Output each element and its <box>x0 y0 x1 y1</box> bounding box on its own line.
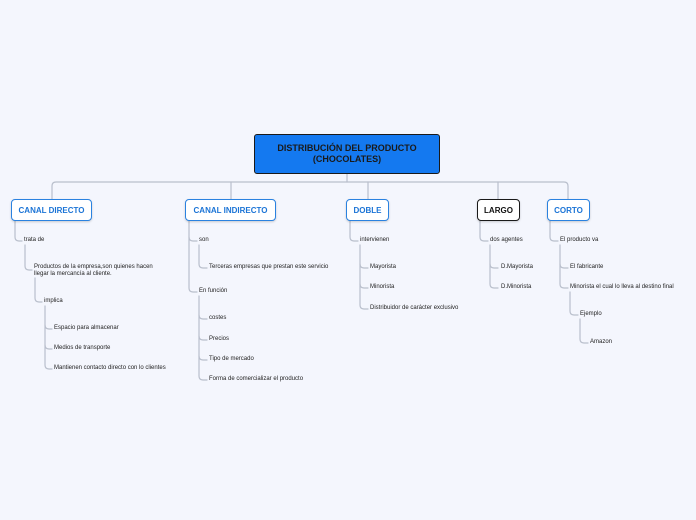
node-distribuidor-exclusivo[interactable]: Distribuidor de carácter exclusivo <box>370 305 459 311</box>
node-implica[interactable]: implica <box>44 298 63 304</box>
node-ejemplo[interactable]: Ejemplo <box>580 311 602 317</box>
node-intervienen[interactable]: intervienen <box>360 237 390 243</box>
node-en-funcion[interactable]: En función <box>199 288 228 294</box>
node-minorista-destino-final[interactable]: Minorista el cual lo lleva al destino fi… <box>570 284 674 290</box>
node-productos-line-2[interactable]: llegar la mercancía al cliente. <box>34 271 112 277</box>
node-productos-line-1[interactable]: Productos de la empresa,son quienes hace… <box>34 264 153 270</box>
node-amazon[interactable]: Amazon <box>590 339 613 345</box>
root-title-line-2: (CHOCOLATES) <box>312 154 382 164</box>
node-trata-de[interactable]: trata de <box>24 237 45 243</box>
node-contacto-directo[interactable]: Mantienen contacto directo con lo client… <box>54 365 166 371</box>
node-minorista[interactable]: Minorista <box>370 284 395 290</box>
node-el-fabricante[interactable]: El fabricante <box>570 264 604 270</box>
node-d-minorista[interactable]: D.Minorista <box>501 284 532 290</box>
node-precios[interactable]: Precios <box>209 336 230 342</box>
node-mayorista[interactable]: Mayorista <box>370 264 397 270</box>
node-costes[interactable]: costes <box>209 315 227 321</box>
branch-corto[interactable]: CORTO <box>547 199 590 221</box>
branch-canal-indirecto[interactable]: CANAL INDIRECTO <box>185 199 276 221</box>
branch-doble[interactable]: DOBLE <box>346 199 389 221</box>
node-dos-agentes[interactable]: dos agentes <box>490 237 523 243</box>
root-node[interactable]: DISTRIBUCIÓN DEL PRODUCTO (CHOCOLATES) <box>254 134 440 174</box>
node-terceras-empresas[interactable]: Terceras empresas que prestan este servi… <box>209 264 329 270</box>
node-son[interactable]: son <box>199 237 209 243</box>
node-espacio-almacenar[interactable]: Espacio para almacenar <box>54 325 119 331</box>
node-medios-transporte[interactable]: Medios de transporte <box>54 345 111 351</box>
branch-canal-directo[interactable]: CANAL DIRECTO <box>11 199 92 221</box>
node-el-producto-va[interactable]: El producto va <box>560 237 599 243</box>
root-title-line-1: DISTRIBUCIÓN DEL PRODUCTO <box>277 143 417 153</box>
node-tipo-mercado[interactable]: Tipo de mercado <box>209 356 254 362</box>
branch-largo[interactable]: LARGO <box>477 199 520 221</box>
node-d-mayorista[interactable]: D.Mayorista <box>501 264 534 270</box>
node-forma-comercializar[interactable]: Forma de comercializar el producto <box>209 376 304 382</box>
